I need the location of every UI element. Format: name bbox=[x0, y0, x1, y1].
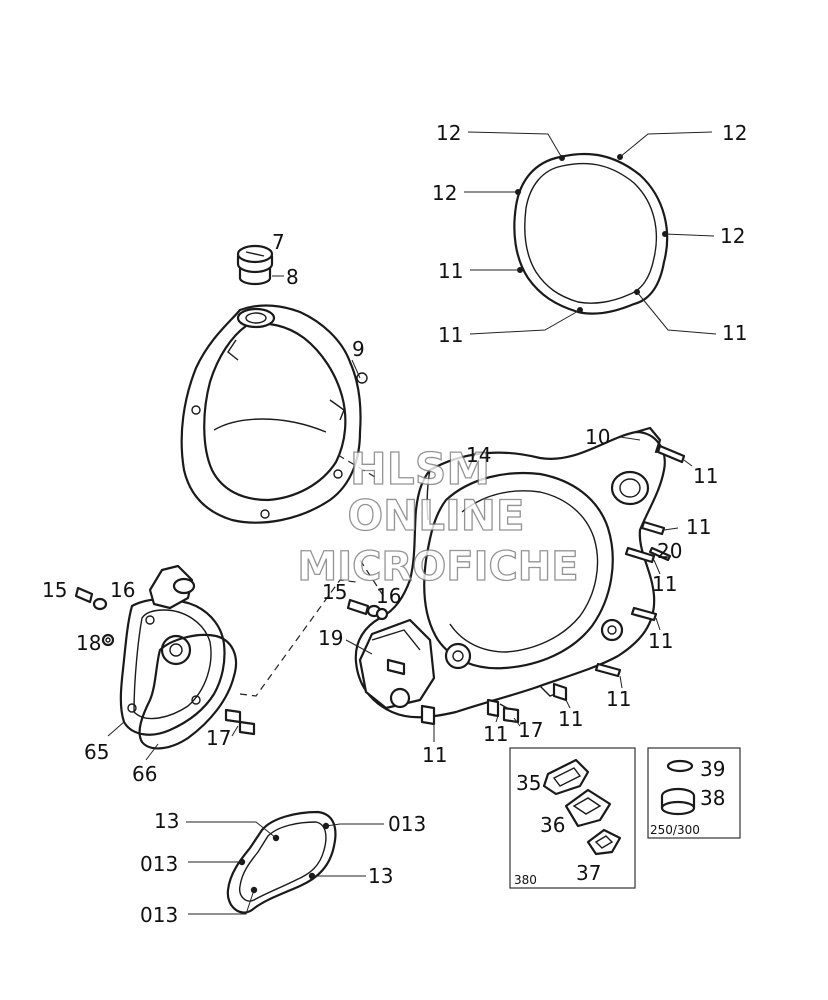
watermark-line-3: MICROFICHE bbox=[297, 544, 578, 590]
pump-fittings bbox=[74, 586, 520, 736]
callout-labels: 12 12 12 12 11 11 11 7 8 9 10 14 11 11 2… bbox=[42, 121, 747, 927]
callout-35: 35 bbox=[516, 771, 541, 795]
callout-15: 15 bbox=[322, 580, 347, 604]
oil-filler-plug bbox=[236, 244, 274, 286]
callout-013: 013 bbox=[140, 903, 178, 927]
pump-leader-lines bbox=[107, 717, 521, 761]
outer-clutch-cover bbox=[180, 304, 368, 524]
callout-013: 013 bbox=[388, 812, 426, 836]
callout-11: 11 bbox=[722, 321, 747, 345]
inset-label-250-300: 250/300 bbox=[650, 823, 700, 837]
callout-11: 11 bbox=[422, 743, 447, 767]
inset-box-380 bbox=[509, 747, 636, 889]
callout-8: 8 bbox=[286, 265, 299, 289]
callout-19: 19 bbox=[318, 626, 343, 650]
callout-11: 11 bbox=[558, 707, 583, 731]
clutch-cover-gasket bbox=[513, 152, 669, 315]
callout-15: 15 bbox=[42, 578, 67, 602]
callout-11: 11 bbox=[652, 572, 677, 596]
callout-12: 12 bbox=[436, 121, 461, 145]
housing-bolts bbox=[386, 444, 686, 726]
callout-17: 17 bbox=[518, 718, 543, 742]
pump-cover-gasket bbox=[226, 810, 337, 914]
callout-11: 11 bbox=[686, 515, 711, 539]
callout-13: 13 bbox=[368, 864, 393, 888]
clutch-cover-housing bbox=[354, 426, 666, 719]
callout-18: 18 bbox=[76, 631, 101, 655]
callout-11: 11 bbox=[693, 464, 718, 488]
callout-17: 17 bbox=[206, 726, 231, 750]
callout-11: 11 bbox=[606, 687, 631, 711]
callout-14: 14 bbox=[466, 443, 491, 467]
callout-11: 11 bbox=[483, 722, 508, 746]
callout-16: 16 bbox=[110, 578, 135, 602]
callout-36: 36 bbox=[540, 813, 565, 837]
water-pump-cover bbox=[119, 564, 226, 736]
callout-39: 39 bbox=[700, 757, 725, 781]
callout-37: 37 bbox=[576, 861, 601, 885]
callout-12: 12 bbox=[722, 121, 747, 145]
callout-65: 65 bbox=[84, 740, 109, 764]
watermark-line-2: ONLINE bbox=[347, 491, 524, 540]
housing-screw-washer bbox=[346, 598, 389, 621]
callout-7: 7 bbox=[272, 230, 285, 254]
watermark: HLSM ONLINE MICROFICHE bbox=[297, 443, 580, 590]
callout-013: 013 bbox=[140, 852, 178, 876]
callout-16: 16 bbox=[376, 584, 401, 608]
callout-9: 9 bbox=[352, 337, 365, 361]
callout-10: 10 bbox=[585, 425, 610, 449]
inset-box-250-300 bbox=[647, 747, 741, 839]
water-pump-gasket bbox=[138, 633, 238, 750]
inset-label-380: 380 bbox=[514, 873, 537, 887]
watermark-line-1: HLSM bbox=[350, 444, 490, 495]
callout-66: 66 bbox=[132, 762, 157, 786]
pump-gasket-leader-lines bbox=[186, 821, 384, 915]
callout-38: 38 bbox=[700, 786, 725, 810]
gasket-leader-lines bbox=[464, 131, 717, 335]
housing-leader-lines bbox=[345, 436, 693, 742]
callout-13: 13 bbox=[154, 809, 179, 833]
callout-20: 20 bbox=[657, 539, 682, 563]
callout-12: 12 bbox=[720, 224, 745, 248]
callout-11: 11 bbox=[438, 323, 463, 347]
callout-12: 12 bbox=[432, 181, 457, 205]
callout-11: 11 bbox=[438, 259, 463, 283]
callout-11: 11 bbox=[648, 629, 673, 653]
